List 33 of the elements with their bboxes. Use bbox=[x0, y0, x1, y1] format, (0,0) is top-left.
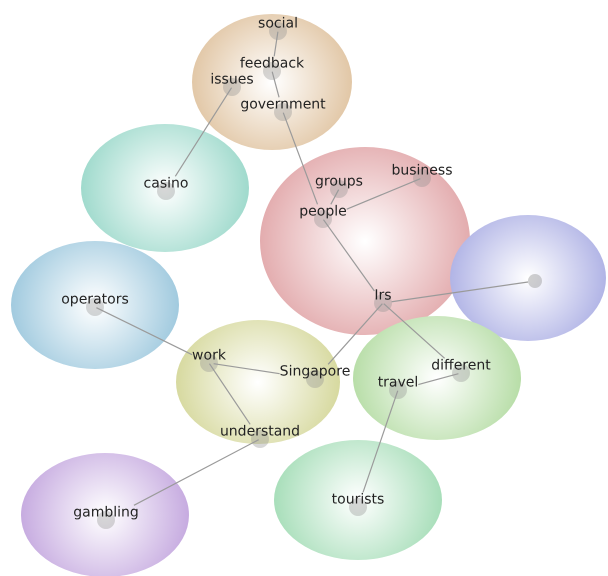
connector-line bbox=[96, 307, 192, 356]
connector-line bbox=[272, 72, 280, 98]
concept-label: people bbox=[299, 204, 347, 220]
concept-label: feedback bbox=[240, 56, 304, 72]
connector-line bbox=[174, 87, 232, 177]
connector-line bbox=[282, 112, 318, 205]
connector-line bbox=[346, 178, 421, 210]
connector-line bbox=[392, 281, 528, 302]
concept-label: government bbox=[240, 97, 326, 113]
connector-line bbox=[323, 219, 375, 292]
concept-label: operators bbox=[61, 292, 129, 308]
connector-line bbox=[383, 303, 446, 359]
connector-line bbox=[418, 373, 459, 386]
concept-label: travel bbox=[378, 375, 418, 391]
connector-line bbox=[362, 390, 398, 492]
concept-label: casino bbox=[144, 176, 188, 192]
concept-label: different bbox=[431, 358, 491, 374]
concept-label: groups bbox=[315, 174, 363, 190]
concept-label: understand bbox=[220, 424, 300, 440]
connector-line bbox=[208, 363, 251, 425]
concept-label: Singapore bbox=[280, 364, 350, 380]
concept-label: business bbox=[391, 163, 453, 179]
concept-dot bbox=[528, 274, 542, 288]
connector-line bbox=[274, 32, 278, 56]
concept-label: Irs bbox=[374, 288, 392, 304]
concept-label: issues bbox=[210, 72, 254, 88]
concept-label: social bbox=[258, 16, 298, 32]
concept-label: work bbox=[192, 348, 226, 364]
concept-label: tourists bbox=[332, 492, 384, 508]
connector-line bbox=[134, 439, 259, 506]
connector-line bbox=[330, 189, 340, 205]
concept-label: gambling bbox=[73, 505, 139, 521]
connector-line bbox=[214, 363, 280, 374]
